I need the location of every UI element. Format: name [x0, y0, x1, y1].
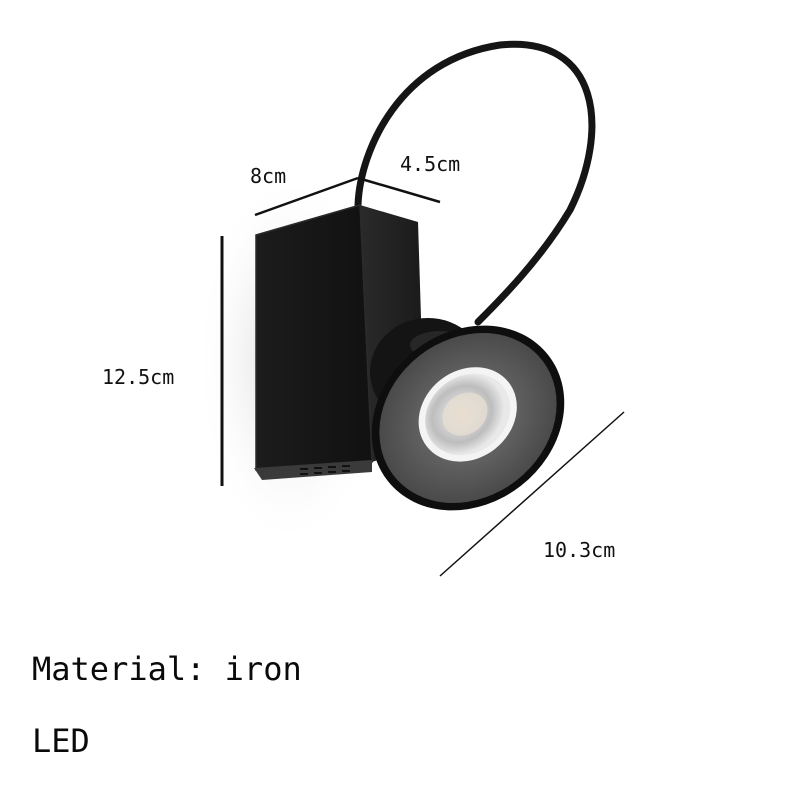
dim-width-label: 8cm: [250, 164, 287, 188]
dim-line-depth: [357, 176, 441, 204]
material-spec: Material: iron: [32, 650, 302, 688]
dimension-lines: [220, 176, 625, 577]
vent-slots: [300, 465, 350, 475]
dim-line-width: [254, 176, 359, 217]
lamp-shade: [371, 325, 565, 511]
dim-diameter-label: 10.3cm: [543, 538, 616, 562]
dim-depth-label: 4.5cm: [400, 152, 461, 176]
box-front: [255, 204, 373, 471]
power-cable: [354, 40, 596, 326]
light-source-spec: LED: [32, 722, 90, 760]
dim-line-diameter: [439, 411, 625, 577]
dim-height-label: 12.5cm: [102, 365, 175, 389]
